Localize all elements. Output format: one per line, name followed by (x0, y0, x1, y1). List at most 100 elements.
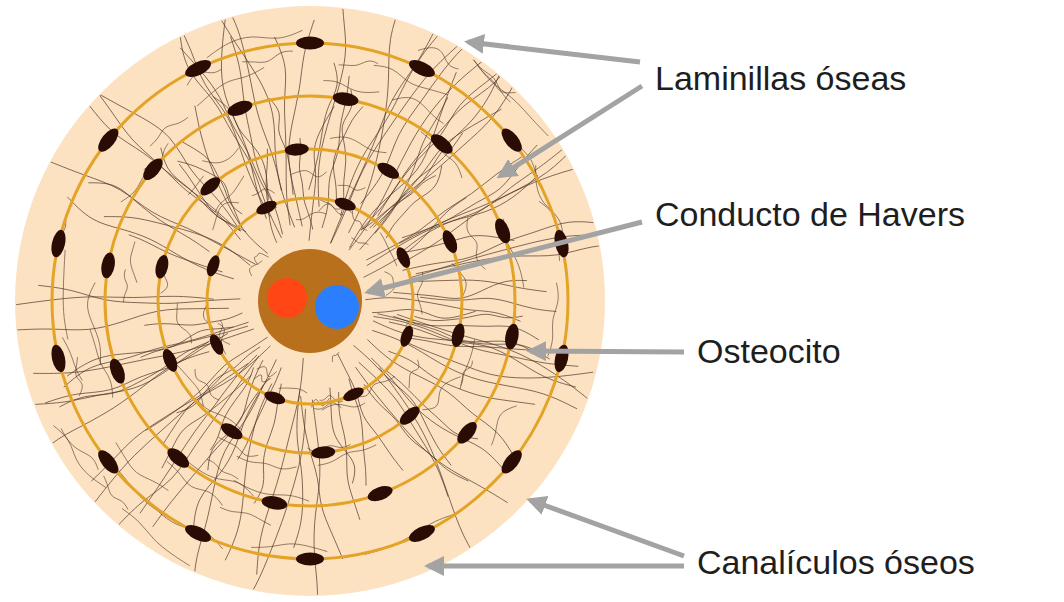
canaliculus (380, 233, 397, 266)
canaliculus (59, 342, 208, 407)
canaliculus (348, 2, 401, 233)
osteocyte (552, 343, 571, 373)
canaliculus (0, 296, 214, 310)
canaliculus (53, 426, 105, 488)
lamella-ring (105, 96, 515, 506)
osteocyte (398, 324, 416, 348)
canaliculus (388, 351, 535, 404)
leader-arrow (530, 500, 684, 556)
canaliculus (309, 63, 338, 190)
canaliculus (33, 329, 254, 373)
canaliculus (461, 361, 473, 386)
osteocyte (140, 155, 167, 183)
canaliculus (208, 360, 263, 470)
osteocyte (450, 322, 467, 348)
canaliculus (67, 326, 248, 376)
canaliculus (361, 47, 518, 230)
osteocyte (153, 254, 170, 280)
canaliculus (122, 509, 190, 566)
canaliculus (312, 400, 320, 602)
osteocyte (94, 447, 122, 477)
canaliculus (177, 303, 192, 343)
osteocyte (454, 419, 481, 447)
osteocyte (254, 198, 279, 217)
callout-label: Canalículos óseos (697, 543, 975, 582)
canaliculus (402, 145, 537, 238)
canaliculus (197, 67, 264, 106)
callout-label: Osteocito (697, 332, 841, 371)
osteocyte (296, 553, 324, 566)
canaliculus (301, 396, 343, 559)
canaliculus (374, 65, 448, 94)
canaliculus (375, 97, 448, 233)
canaliculus (389, 322, 576, 387)
canaliculus (323, 81, 379, 93)
lamella-ring (158, 149, 462, 453)
canaliculus (409, 360, 419, 389)
canaliculus (370, 46, 536, 228)
osteocyte (263, 389, 287, 407)
osteocyte (397, 403, 423, 428)
canaliculus (183, 142, 243, 214)
lamellae-rings (52, 43, 568, 559)
canaliculus (251, 544, 327, 552)
osteocyte (164, 445, 192, 472)
canaliculus (220, 507, 271, 525)
canaliculi-network (0, 0, 628, 602)
osteocyte (503, 323, 520, 351)
osteocyte (49, 343, 68, 373)
osteocyte (94, 125, 122, 155)
canaliculus (278, 388, 307, 393)
canaliculus (252, 189, 275, 196)
canaliculus (88, 80, 240, 239)
canaliculus (88, 283, 101, 366)
osteocyte (407, 57, 438, 81)
canaliculus (401, 236, 514, 253)
osteocyte (284, 143, 309, 157)
canaliculus (349, 52, 495, 250)
osteocyte (492, 216, 513, 245)
canaliculus (257, 358, 304, 574)
canaliculus (76, 357, 83, 396)
canaliculus (146, 498, 223, 549)
osteocyte (99, 251, 116, 279)
canaliculus (237, 456, 297, 469)
osteocyte (332, 90, 360, 107)
canaliculus (203, 0, 281, 191)
canaliculus (91, 365, 230, 481)
callout-label: Conducto de Havers (655, 195, 965, 234)
osteocyte (49, 228, 68, 258)
canaliculus (478, 66, 516, 93)
osteocytes (49, 37, 571, 566)
canaliculus (332, 352, 339, 362)
osteocyte (341, 385, 366, 404)
lamella-ring (52, 43, 568, 559)
canaliculus (364, 198, 467, 278)
canaliculus (163, 346, 270, 444)
canaliculus (539, 201, 559, 260)
canaliculus (17, 308, 229, 330)
osteocyte (183, 57, 214, 81)
canaliculus (116, 443, 169, 491)
canaliculus (398, 150, 562, 256)
vein (315, 285, 359, 329)
canaliculus (364, 384, 468, 481)
leader-arrow (368, 222, 642, 292)
osteocyte (498, 125, 526, 155)
canaliculus (198, 401, 242, 430)
osteocyte (311, 445, 336, 459)
canaliculus (213, 202, 239, 230)
osteocyte (333, 195, 357, 213)
canaliculus (213, 96, 269, 200)
canaliculus (353, 345, 451, 465)
leader-arrow (530, 351, 684, 352)
callout-label: Laminillas óseas (655, 59, 906, 98)
leader-arrow (468, 42, 640, 62)
canaliculus (180, 48, 276, 208)
canaliculus (331, 43, 461, 243)
canaliculus (474, 60, 548, 136)
canaliculus (61, 428, 98, 469)
canaliculus (374, 316, 579, 366)
osteocyte (107, 357, 128, 386)
canaliculus (250, 261, 263, 276)
